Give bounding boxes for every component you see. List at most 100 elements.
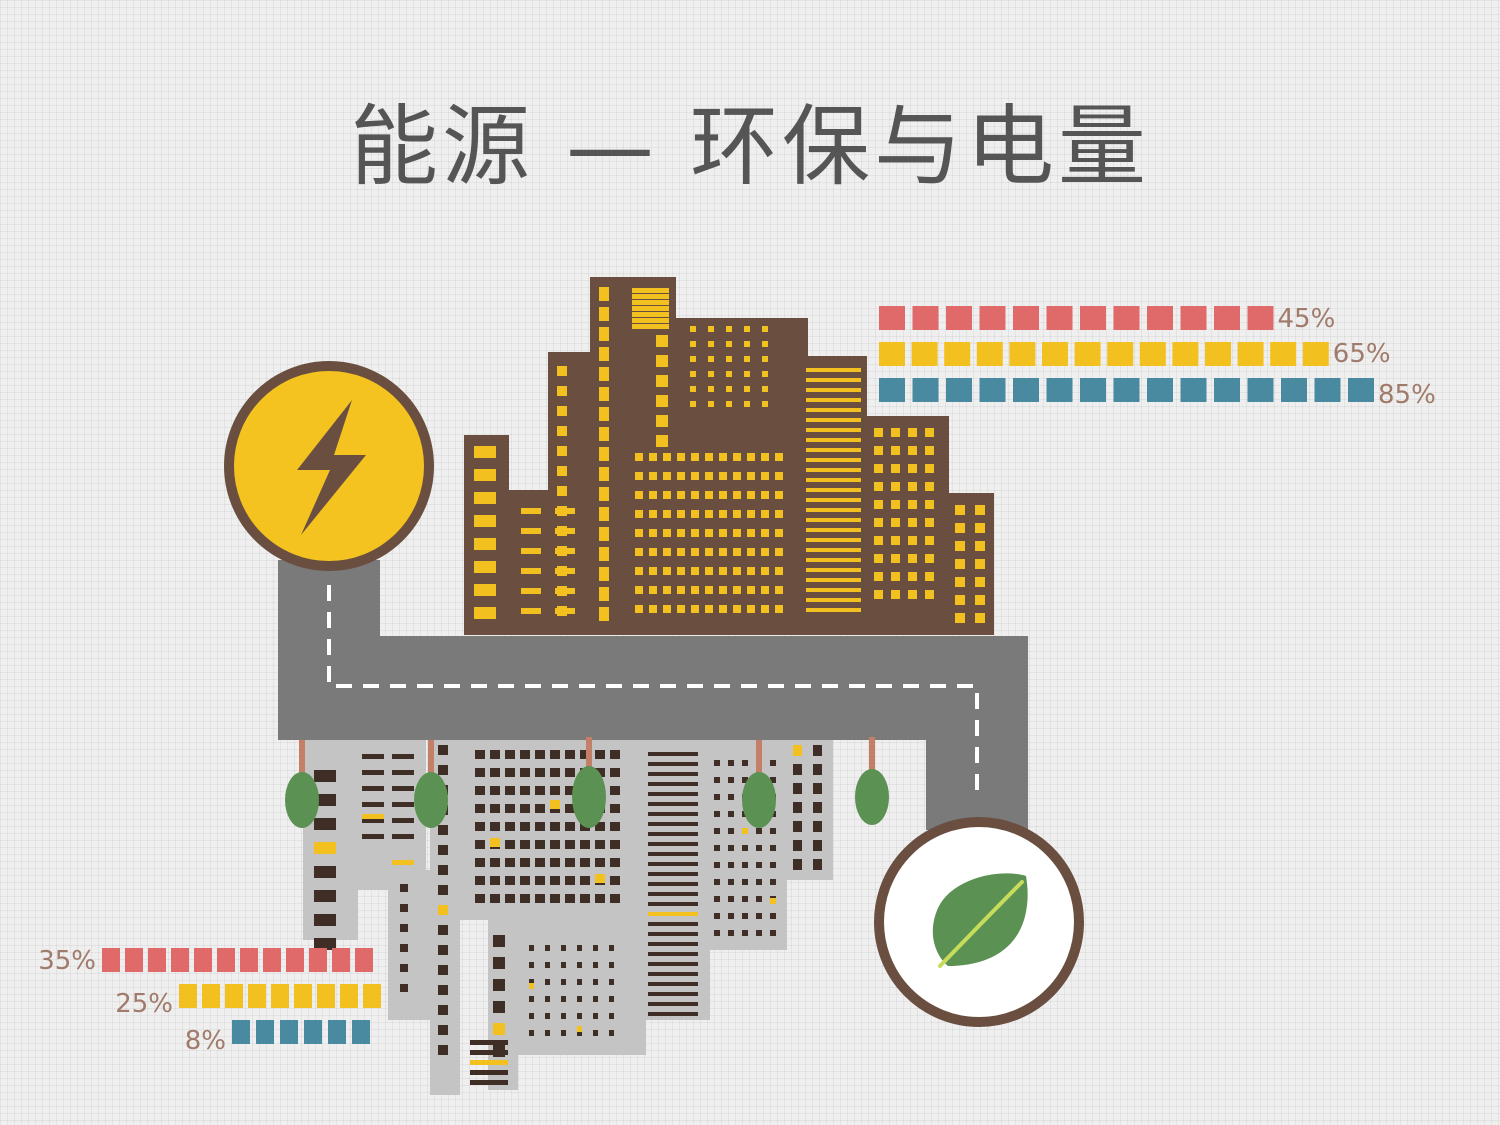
- window: [793, 840, 802, 851]
- window: [649, 510, 657, 518]
- window: [529, 979, 534, 985]
- window: [891, 500, 900, 509]
- window: [475, 876, 485, 885]
- window: [610, 876, 620, 885]
- window: [565, 894, 575, 903]
- bar-value-label: 8%: [185, 1026, 226, 1056]
- window: [744, 371, 750, 377]
- bar-block: [1348, 378, 1374, 402]
- building: [388, 870, 430, 1020]
- window: [656, 395, 668, 407]
- window: [691, 529, 699, 537]
- window: [719, 453, 727, 461]
- window: [609, 962, 614, 968]
- window: [891, 590, 900, 599]
- window: [635, 510, 643, 518]
- window: [521, 508, 541, 514]
- window: [806, 598, 861, 602]
- window: [557, 426, 567, 436]
- window: [648, 992, 698, 996]
- window: [874, 554, 883, 563]
- window: [891, 464, 900, 473]
- window-lit: [550, 800, 560, 809]
- window: [490, 750, 500, 759]
- window: [775, 453, 783, 461]
- window: [400, 904, 408, 912]
- window: [362, 802, 384, 807]
- bar-block: [1247, 306, 1274, 330]
- window: [690, 371, 696, 377]
- window: [550, 840, 560, 849]
- window: [733, 586, 741, 594]
- window: [742, 845, 748, 851]
- window: [475, 768, 485, 777]
- bar-block: [1270, 342, 1297, 366]
- window: [908, 518, 917, 527]
- window: [925, 536, 934, 545]
- window: [521, 548, 541, 554]
- window: [762, 326, 768, 332]
- window: [493, 1001, 505, 1013]
- window: [649, 491, 657, 499]
- bar-block: [1302, 342, 1329, 366]
- window: [891, 518, 900, 527]
- window: [770, 845, 776, 851]
- window: [705, 548, 713, 556]
- window: [756, 879, 762, 885]
- window: [648, 792, 698, 796]
- window: [648, 872, 698, 876]
- window: [648, 842, 698, 846]
- window: [649, 586, 657, 594]
- window: [806, 588, 861, 592]
- window: [550, 876, 560, 885]
- window: [663, 567, 671, 575]
- bar-block: [355, 948, 373, 972]
- window: [975, 613, 985, 623]
- window: [761, 491, 769, 499]
- window: [728, 811, 734, 817]
- window: [599, 567, 609, 581]
- window: [728, 862, 734, 868]
- tree-trunk: [428, 740, 434, 780]
- window: [505, 804, 515, 813]
- window: [599, 407, 609, 421]
- bar-block: [1074, 342, 1101, 366]
- window: [493, 935, 505, 947]
- window: [550, 786, 560, 795]
- window: [874, 500, 883, 509]
- window: [648, 762, 698, 766]
- window: [520, 894, 530, 903]
- window: [908, 500, 917, 509]
- window: [705, 586, 713, 594]
- window: [806, 448, 861, 452]
- bar-block: [328, 1020, 346, 1044]
- window-lit: [577, 1026, 582, 1032]
- window: [470, 1080, 508, 1085]
- window: [470, 1050, 508, 1055]
- window: [726, 341, 732, 347]
- window: [705, 491, 713, 499]
- window-lit: [362, 814, 384, 819]
- window: [474, 446, 496, 458]
- window-lit: [770, 898, 776, 904]
- window: [719, 586, 727, 594]
- window-lit: [529, 983, 534, 989]
- window: [535, 894, 545, 903]
- window: [599, 587, 609, 601]
- window: [705, 472, 713, 480]
- window: [595, 750, 605, 759]
- window: [770, 913, 776, 919]
- bar-block: [332, 948, 350, 972]
- window: [742, 879, 748, 885]
- window: [744, 341, 750, 347]
- window: [690, 326, 696, 332]
- window: [891, 572, 900, 581]
- building: [464, 435, 509, 635]
- window: [761, 453, 769, 461]
- window: [490, 858, 500, 867]
- window: [691, 548, 699, 556]
- page-title: 能源 — 环保与电量: [350, 95, 1150, 198]
- window: [521, 528, 541, 534]
- window: [806, 378, 861, 382]
